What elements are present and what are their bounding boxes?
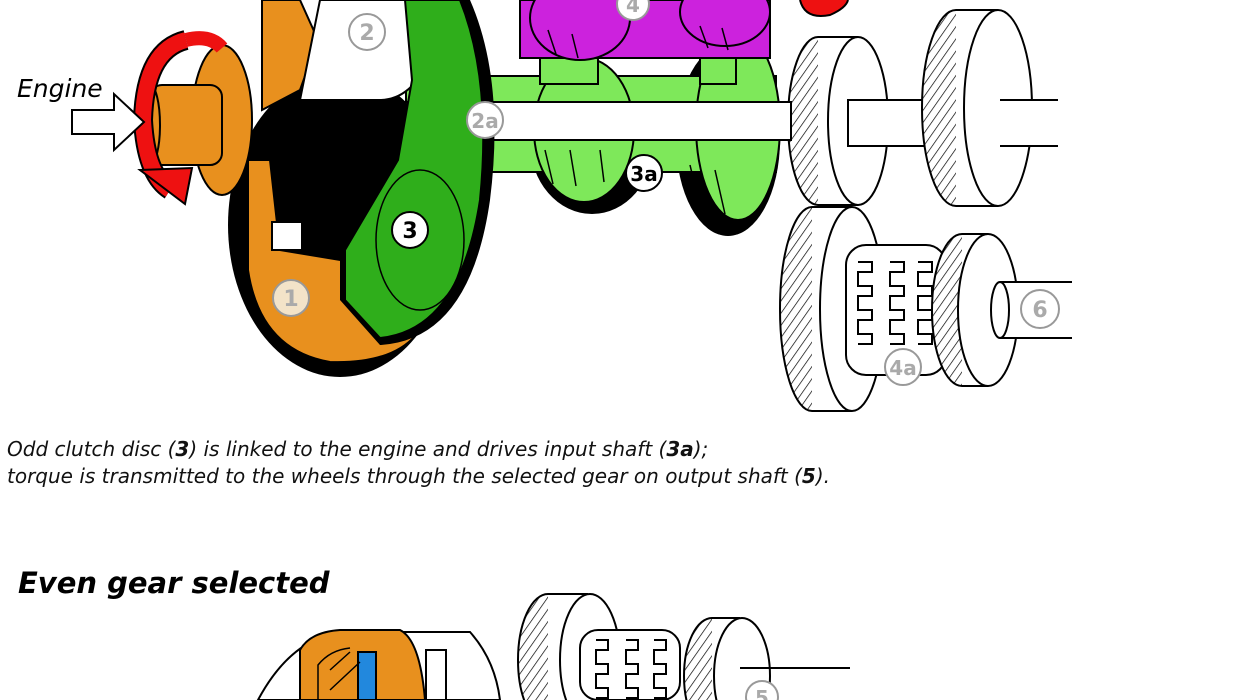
svg-text:4: 4 <box>626 0 640 17</box>
engine-arrow-icon <box>71 91 146 153</box>
svg-text:2a: 2a <box>471 109 498 133</box>
svg-text:2: 2 <box>359 21 374 46</box>
part-label-2a: 2a <box>466 101 504 139</box>
engine-label: Engine <box>17 74 103 103</box>
part-label-3: 3 <box>391 211 429 249</box>
svg-text:3: 3 <box>402 219 417 244</box>
part-label-4a: 4a <box>884 348 922 386</box>
section-title: Even gear selected <box>18 566 330 600</box>
part-label-2: 2 <box>348 13 386 51</box>
part-label-4: 4 <box>616 0 650 21</box>
even-gears <box>519 0 771 61</box>
output-gears-lower <box>779 206 1072 412</box>
part-label-5: 5 <box>755 686 769 700</box>
part-label-3a: 3a <box>625 154 663 192</box>
rotation-arrow-small-icon <box>799 0 849 17</box>
even-gear-diagram: 5 <box>256 593 850 700</box>
caption-line-1: Odd clutch disc (3) is linked to the eng… <box>7 437 709 461</box>
svg-text:1: 1 <box>283 287 298 312</box>
caption: Odd clutch disc (3) is linked to the eng… <box>7 436 830 490</box>
odd-clutch-disc <box>340 0 495 345</box>
part-label-1: 1 <box>272 279 310 317</box>
svg-text:4a: 4a <box>889 356 916 380</box>
output-gears-upper <box>787 9 1058 207</box>
part-label-6: 6 <box>1020 289 1060 329</box>
caption-line-2: torque is transmitted to the wheels thro… <box>7 464 831 488</box>
svg-text:3a: 3a <box>630 162 657 186</box>
svg-text:6: 6 <box>1032 298 1047 323</box>
